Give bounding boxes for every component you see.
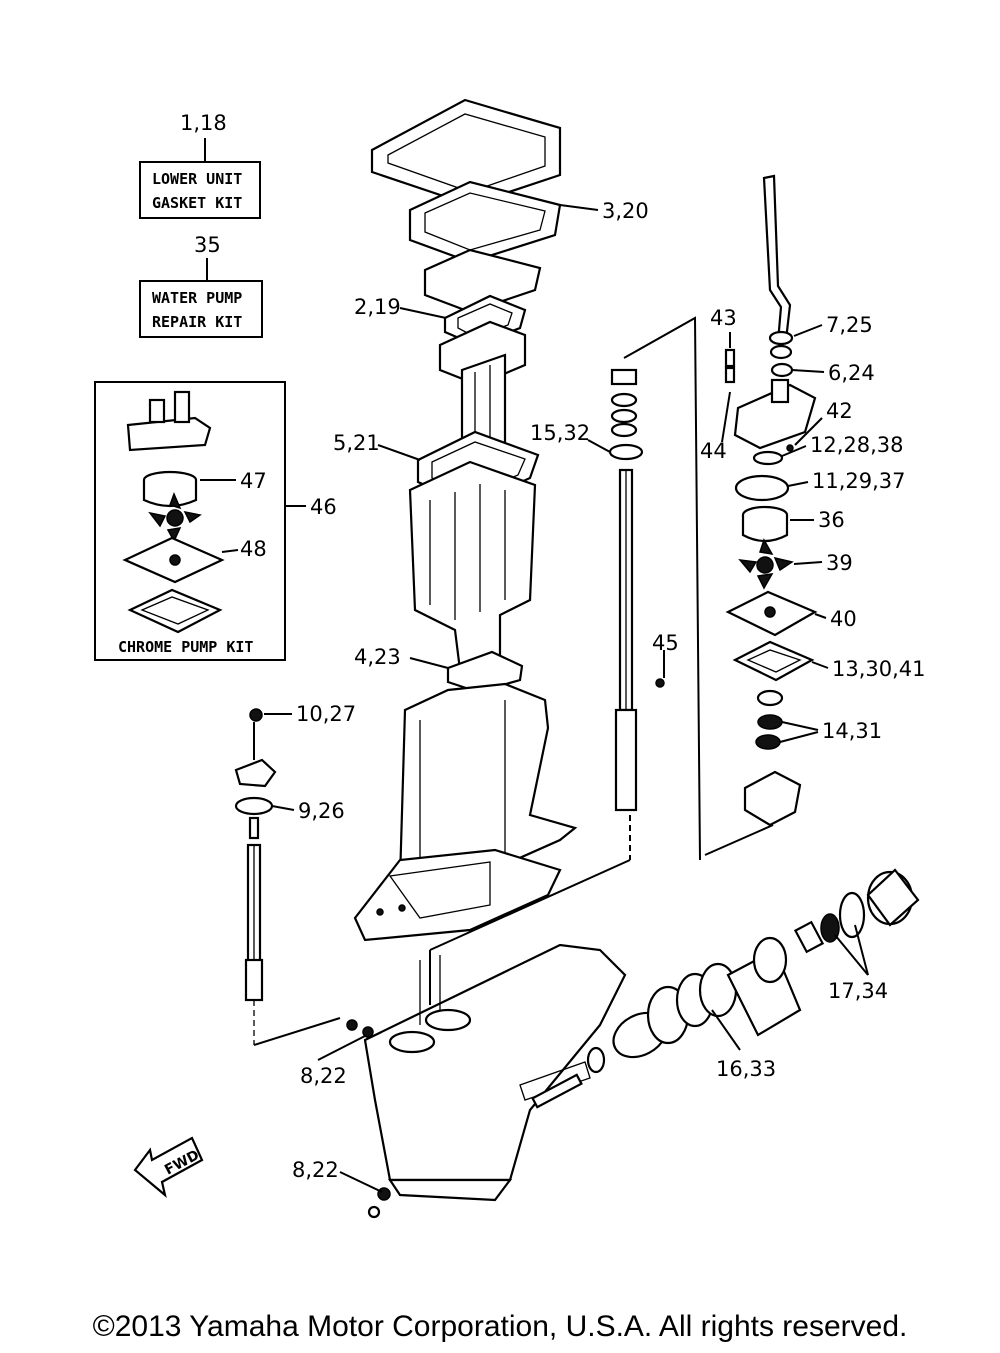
gasket-kit-ref: 1,18 bbox=[180, 111, 227, 135]
callout-36: 36 bbox=[818, 508, 845, 532]
propeller-shaft-assembly: 17,34 16,33 bbox=[531, 868, 920, 1109]
water-pump-assembly: 7,25 6,24 42 43 44 12,28,38 11,29,37 36 bbox=[700, 174, 926, 856]
callout-7-25: 7,25 bbox=[826, 313, 873, 337]
callout-48: 48 bbox=[240, 537, 267, 561]
chrome-pump-kit-title: CHROME PUMP KIT bbox=[118, 638, 253, 656]
callout-4-23: 4,23 bbox=[354, 645, 401, 669]
callout-47: 47 bbox=[240, 469, 267, 493]
callout-5-21: 5,21 bbox=[333, 431, 380, 455]
callout-13-30-41: 13,30,41 bbox=[832, 657, 926, 681]
water-pump-kit-ref: 35 bbox=[194, 233, 221, 257]
gasket-kit-line2: GASKET KIT bbox=[152, 194, 242, 212]
callout-6-24: 6,24 bbox=[828, 361, 875, 385]
impeller-icon bbox=[148, 491, 202, 543]
shift-rod-assembly: 10,27 9,26 8,22 8,22 bbox=[234, 702, 383, 1193]
callout-8-22-a: 8,22 bbox=[300, 1064, 347, 1088]
chrome-pump-kit-box: 47 48 CHROME PUMP KIT 46 bbox=[94, 381, 337, 661]
callout-12-28-38: 12,28,38 bbox=[810, 433, 904, 457]
callout-42: 42 bbox=[826, 399, 853, 423]
callout-40: 40 bbox=[830, 607, 857, 631]
callout-14-31: 14,31 bbox=[822, 719, 882, 743]
callout-17-34: 17,34 bbox=[828, 979, 888, 1003]
callout-39: 39 bbox=[826, 551, 853, 575]
gasket-kit-line1: LOWER UNIT bbox=[152, 170, 242, 188]
water-pump-kit-line1: WATER PUMP bbox=[152, 289, 242, 307]
water-pump-kit-line2: REPAIR KIT bbox=[152, 313, 242, 331]
callout-11-29-37: 11,29,37 bbox=[812, 469, 906, 493]
callout-16-33: 16,33 bbox=[716, 1057, 776, 1081]
callout-44: 44 bbox=[700, 439, 727, 463]
callout-9-26: 9,26 bbox=[298, 799, 345, 823]
callout-15-32: 15,32 bbox=[530, 421, 590, 445]
callout-46: 46 bbox=[310, 495, 337, 519]
lower-unit-gasket-kit-box: 1,18 LOWER UNIT GASKET KIT bbox=[139, 111, 261, 219]
callout-45: 45 bbox=[652, 631, 679, 655]
water-pump-repair-kit-box: 35 WATER PUMP REPAIR KIT bbox=[139, 233, 263, 338]
callout-10-27: 10,27 bbox=[296, 702, 356, 726]
callout-43: 43 bbox=[710, 306, 737, 330]
gear-case bbox=[346, 943, 627, 1219]
impeller-icon bbox=[738, 538, 794, 590]
callout-8-22-b: 8,22 bbox=[292, 1158, 339, 1182]
callout-3-20: 3,20 bbox=[602, 199, 649, 223]
drive-shaft-assembly: 15,32 45 bbox=[429, 316, 701, 1005]
fwd-arrow-icon: FWD bbox=[133, 1136, 204, 1198]
callout-2-19: 2,19 bbox=[354, 295, 401, 319]
copyright-notice: ©2013 Yamaha Motor Corporation, U.S.A. A… bbox=[92, 1310, 908, 1343]
upper-casing-assembly: 3,20 2,19 5,21 4,23 bbox=[333, 98, 649, 942]
